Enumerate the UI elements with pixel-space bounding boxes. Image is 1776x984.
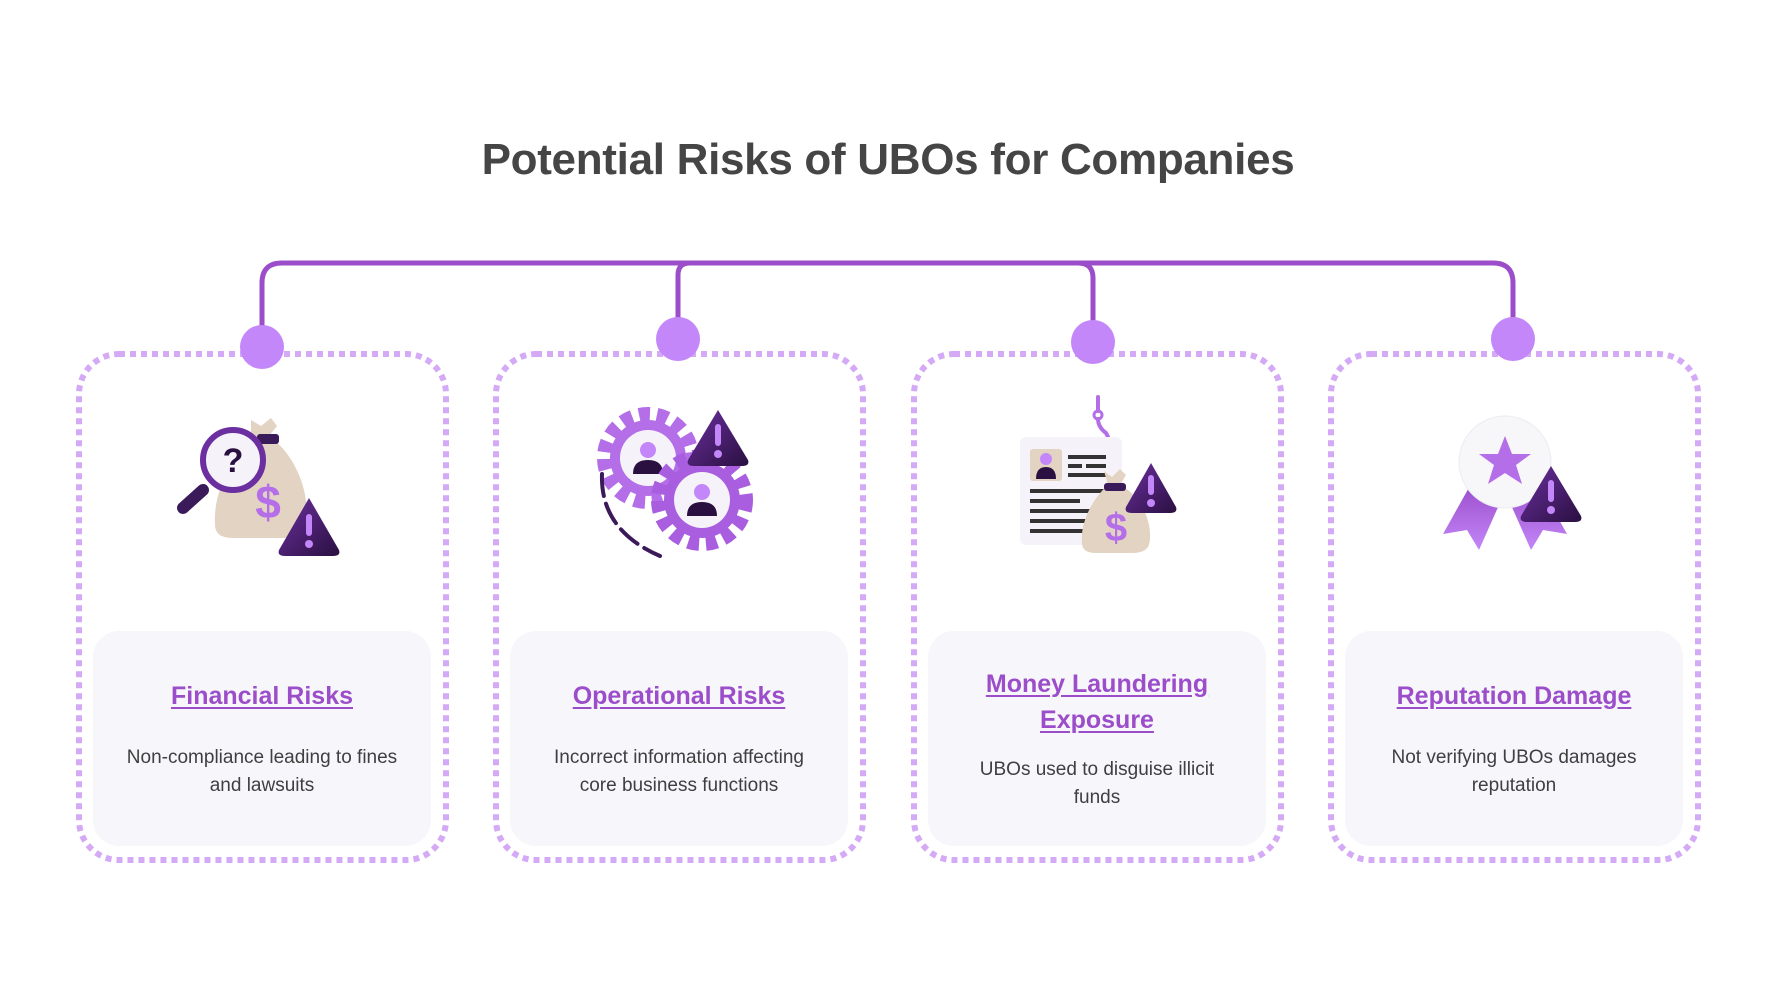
card-title-link[interactable]: Reputation Damage <box>1396 681 1632 710</box>
connector-dot-icon <box>240 325 284 369</box>
connector-dot-icon <box>1071 320 1115 364</box>
card-title-link[interactable]: Financial Risks <box>170 681 354 710</box>
connector-dot-icon <box>1491 317 1535 361</box>
card-title-link[interactable]: Operational Risks <box>572 681 786 710</box>
card-description: UBOs used to disguise illicit funds <box>979 758 1215 808</box>
card-description: Non-compliance leading to fines and laws… <box>126 746 398 796</box>
card-panel: Money Laundering Exposure UBOs used to d… <box>928 631 1266 846</box>
card-description: Incorrect information affecting core bus… <box>554 746 804 796</box>
risk-card-financial: $ ? Financial Risks Non-compliance leadi… <box>75 350 450 864</box>
risk-card-money-laundering: $ Money Laundering Exposure UBOs used to… <box>910 350 1285 864</box>
card-panel: Operational Risks Incorrect information … <box>510 631 848 846</box>
risk-card-operational: Operational Risks Incorrect information … <box>492 350 867 864</box>
card-title-link[interactable]: Money Laundering Exposure <box>985 669 1209 734</box>
gears-people-warning-icon <box>596 407 753 558</box>
connector-dot-icon <box>656 317 700 361</box>
svg-text:$: $ <box>255 476 281 528</box>
risk-card-reputation: Reputation Damage Not verifying UBOs dam… <box>1327 350 1702 864</box>
money-bag-magnifier-warning-icon: $ ? <box>176 418 339 556</box>
card-description: Not verifying UBOs damages reputation <box>1391 746 1637 796</box>
award-ribbon-warning-icon <box>1442 415 1581 550</box>
page-title: Potential Risks of UBOs for Companies <box>481 135 1295 184</box>
card-panel: Reputation Damage Not verifying UBOs dam… <box>1345 631 1683 846</box>
document-money-bag-hook-warning-icon: $ <box>1019 395 1176 553</box>
svg-text:?: ? <box>222 442 243 480</box>
card-panel: Financial Risks Non-compliance leading t… <box>93 631 431 846</box>
svg-text:$: $ <box>1104 506 1126 550</box>
